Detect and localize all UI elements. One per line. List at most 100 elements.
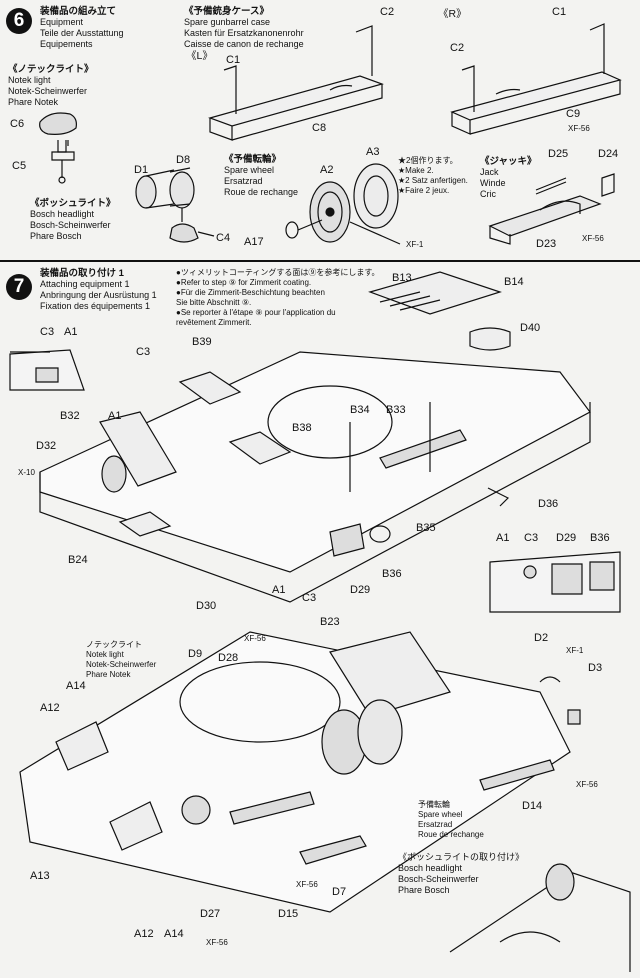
- notek-light-illustration: [40, 113, 77, 183]
- part-label: C3: [40, 326, 55, 338]
- bosch-caption-step7-de: Bosch-Scheinwerfer: [398, 874, 479, 884]
- bosch-caption-jp: 《ボッシュライト》: [30, 198, 116, 209]
- wheel-caption-de: Ersatzrad: [224, 176, 263, 186]
- paint-code: XF-56: [296, 880, 318, 889]
- gunbarrel-caption-jp: 《予備銃身ケース》: [184, 6, 270, 17]
- step-6-title-fr: Equipements: [40, 39, 93, 49]
- part-label: A13: [30, 870, 50, 882]
- wheel-caption-step7: 予備転輪 Spare wheel Ersatzrad Roue de recha…: [418, 800, 484, 840]
- paint-code: XF-56: [582, 234, 604, 243]
- notek-caption-step7: ノテックライト Notek light Notek-Scheinwerfer P…: [86, 640, 156, 680]
- part-label: C5: [12, 160, 27, 172]
- make-2-note-en: ★Make 2.: [398, 166, 434, 175]
- upper-hull-rear-illustration: [40, 272, 590, 602]
- notek-caption-step7-fr: Phare Notek: [86, 670, 131, 679]
- part-label: D29: [350, 584, 371, 596]
- jack-illustration: [490, 174, 614, 244]
- step-6-line-art: [0, 0, 640, 262]
- paint-code: XF-56: [576, 780, 598, 789]
- part-label: B36: [382, 568, 402, 580]
- a1-c3-detail-inset: [10, 350, 84, 390]
- gunbarrel-caption-fr: Caisse de canon de rechange: [184, 39, 304, 49]
- paint-code: X-10: [18, 468, 35, 477]
- paint-code: XF-56: [568, 124, 590, 133]
- make-2-note-fr: ★Faire 2 jeux.: [398, 186, 450, 195]
- spare-wheel-illustration: [286, 164, 400, 244]
- part-label: B36: [590, 532, 610, 544]
- step-number-badge: 7: [6, 274, 32, 300]
- step-6-title: 装備品の組み立て Equipment Teile der Ausstattung…: [40, 6, 124, 50]
- step-7-title: 装備品の取り付け 1 Attaching equipment 1 Anbring…: [40, 268, 157, 312]
- part-label: A1: [272, 584, 286, 596]
- part-label: D2: [534, 632, 549, 644]
- part-label: C4: [216, 232, 231, 244]
- part-label: B24: [68, 554, 88, 566]
- gunbarrel-caption: 《予備銃身ケース》 Spare gunbarrel case Kasten fü…: [184, 6, 304, 50]
- part-label: D27: [200, 908, 221, 920]
- part-label: A14: [66, 680, 86, 692]
- part-label: B35: [416, 522, 436, 534]
- notek-caption-de: Notek-Scheinwerfer: [8, 86, 88, 96]
- notek-caption-step7-en: Notek light: [86, 650, 124, 659]
- upper-hull-front-illustration: [20, 632, 580, 912]
- wheel-caption-en: Spare wheel: [224, 165, 275, 175]
- zimmerit-note-fr1: ●Se reporter à l'étape ⑨ pour l'applicat…: [176, 308, 336, 317]
- bosch-caption-de: Bosch-Scheinwerfer: [30, 220, 111, 230]
- part-label: C3: [524, 532, 539, 544]
- part-label: B13: [392, 272, 412, 284]
- gunbarrel-case-right-illustration: [452, 24, 620, 134]
- part-label: A1: [108, 410, 122, 422]
- part-label: D30: [196, 600, 217, 612]
- part-label: D15: [278, 908, 299, 920]
- part-label: A1: [496, 532, 510, 544]
- jack-caption-en: Jack: [480, 167, 499, 177]
- wheel-caption-jp: 《予備転輪》: [224, 154, 282, 165]
- part-label: D23: [536, 238, 557, 250]
- part-label: D32: [36, 440, 57, 452]
- bosch-caption: 《ボッシュライト》 Bosch headlight Bosch-Scheinwe…: [30, 198, 116, 242]
- bosch-caption-step7-jp: 《ボッシュライトの取り付け》: [398, 852, 525, 862]
- notek-caption-jp: 《ノテックライト》: [8, 64, 94, 75]
- gunbarrel-caption-en: Spare gunbarrel case: [184, 17, 271, 27]
- part-label: D14: [522, 800, 543, 812]
- step-6-panel: 6 装備品の組み立て Equipment Teile der Ausstattu…: [0, 0, 640, 262]
- notek-caption-step7-jp: ノテックライト: [86, 640, 142, 649]
- b36-d29-detail-inset: [490, 552, 620, 612]
- part-label: D1: [134, 164, 149, 176]
- step-6-title-de: Teile der Ausstattung: [40, 28, 124, 38]
- step-7-title-jp: 装備品の取り付け 1: [40, 268, 124, 279]
- bosch-caption-step7-fr: Phare Bosch: [398, 885, 450, 895]
- part-label: A17: [244, 236, 264, 248]
- part-label: D9: [188, 648, 203, 660]
- step-6-title-en: Equipment: [40, 17, 84, 27]
- bosch-caption-step7-en: Bosch headlight: [398, 863, 463, 873]
- part-label: C2: [380, 6, 395, 18]
- part-label: B34: [350, 404, 370, 416]
- make-2-note-jp: ★2個作ります。: [398, 156, 458, 165]
- zimmerit-note-fr2: revêtement Zimmerit.: [176, 318, 252, 327]
- jack-caption-fr: Cric: [480, 189, 496, 199]
- zimmerit-note-en: ●Refer to step ⑨ for Zimmerit coating.: [176, 278, 312, 287]
- part-label: A1: [64, 326, 78, 338]
- zimmerit-note-jp: ●ツィメリットコーティングする面は⑨を参考にします。: [176, 268, 380, 277]
- part-label: D36: [538, 498, 559, 510]
- paint-code: XF-56: [244, 634, 266, 643]
- part-label: A3: [366, 146, 380, 158]
- part-label: C8: [312, 122, 327, 134]
- part-label: B38: [292, 422, 312, 434]
- make-2-note: ★2個作ります。 ★Make 2. ★2 Satz anfertigen. ★F…: [398, 156, 468, 196]
- wheel-caption-step7-jp: 予備転輪: [418, 800, 450, 809]
- gunbarrel-caption-de: Kasten für Ersatzkanonenrohr: [184, 28, 304, 38]
- part-label: A12: [134, 928, 154, 940]
- bosch-caption-step7: 《ボッシュライトの取り付け》 Bosch headlight Bosch-Sch…: [398, 852, 524, 896]
- part-label: D28: [218, 652, 239, 664]
- step-7-title-en: Attaching equipment 1: [40, 279, 130, 289]
- zimmerit-note-de1: ●Für die Zimmerit-Beschichtung beachten: [176, 288, 325, 297]
- make-2-note-de: ★2 Satz anfertigen.: [398, 176, 468, 185]
- bosch-caption-en: Bosch headlight: [30, 209, 95, 219]
- notek-caption-step7-de: Notek-Scheinwerfer: [86, 660, 157, 669]
- part-label: C3: [136, 346, 151, 358]
- paint-code: XF-1: [566, 646, 584, 655]
- right-side-label: 《R》: [438, 8, 467, 20]
- step-7-line-art: [0, 262, 640, 978]
